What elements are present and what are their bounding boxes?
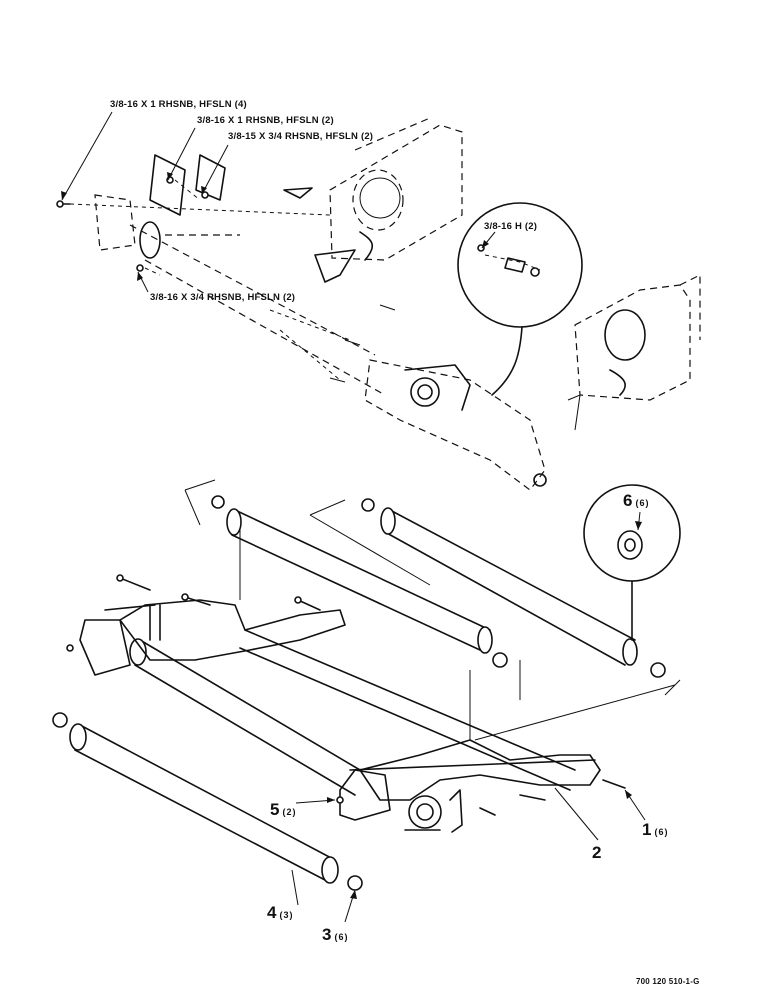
left-arm xyxy=(79,599,346,676)
part-label-3: 3(6) xyxy=(322,925,348,945)
part-number: 5 xyxy=(270,800,280,819)
callout-bolt-2: 3/8-16 X 1 RHSNB, HFSLN (2) xyxy=(197,115,334,126)
part-label-5: 5(2) xyxy=(270,800,296,820)
upper-phantom-assembly xyxy=(56,117,547,491)
roller-back-left xyxy=(211,495,508,668)
leader-arrows xyxy=(61,111,646,923)
bolts-lower xyxy=(66,574,626,816)
right-frame-fragment xyxy=(567,274,701,431)
detail-circle-bearing xyxy=(583,484,681,641)
part-qty: (6) xyxy=(654,827,669,837)
part-qty: (6) xyxy=(334,932,349,942)
part-qty: (2) xyxy=(282,807,297,817)
part-label-6: 6(6) xyxy=(623,491,649,511)
part-number: 2 xyxy=(592,843,602,862)
part-number: 6 xyxy=(623,491,633,510)
part-number: 3 xyxy=(322,925,332,944)
main-tube xyxy=(129,638,596,796)
callout-nut: 3/8-16 H (2) xyxy=(484,221,538,232)
callout-bolt-1: 3/8-16 X 1 RHSNB, HFSLN (4) xyxy=(110,99,247,110)
right-arm-part-2 xyxy=(339,739,601,833)
callout-bolt-3: 3/8-15 X 3/4 RHSNB, HFSLN (2) xyxy=(228,131,374,142)
roller-back-right xyxy=(361,498,666,678)
part-number: 1 xyxy=(642,820,652,839)
drawing-number: 700 120 510-1-G xyxy=(636,977,700,986)
part-label-1: 1(6) xyxy=(642,820,668,840)
detail-circle-nut xyxy=(457,202,583,396)
roller-front xyxy=(52,712,363,891)
part-qty: (3) xyxy=(279,910,294,920)
part-label-4: 4(3) xyxy=(267,903,293,923)
callout-bolt-4: 3/8-16 X 3/4 RHSNB, HFSLN (2) xyxy=(150,292,296,303)
part-qty: (6) xyxy=(635,498,650,508)
part-label-2: 2 xyxy=(592,843,601,863)
lower-assembly xyxy=(52,479,681,891)
part-number: 4 xyxy=(267,903,277,922)
